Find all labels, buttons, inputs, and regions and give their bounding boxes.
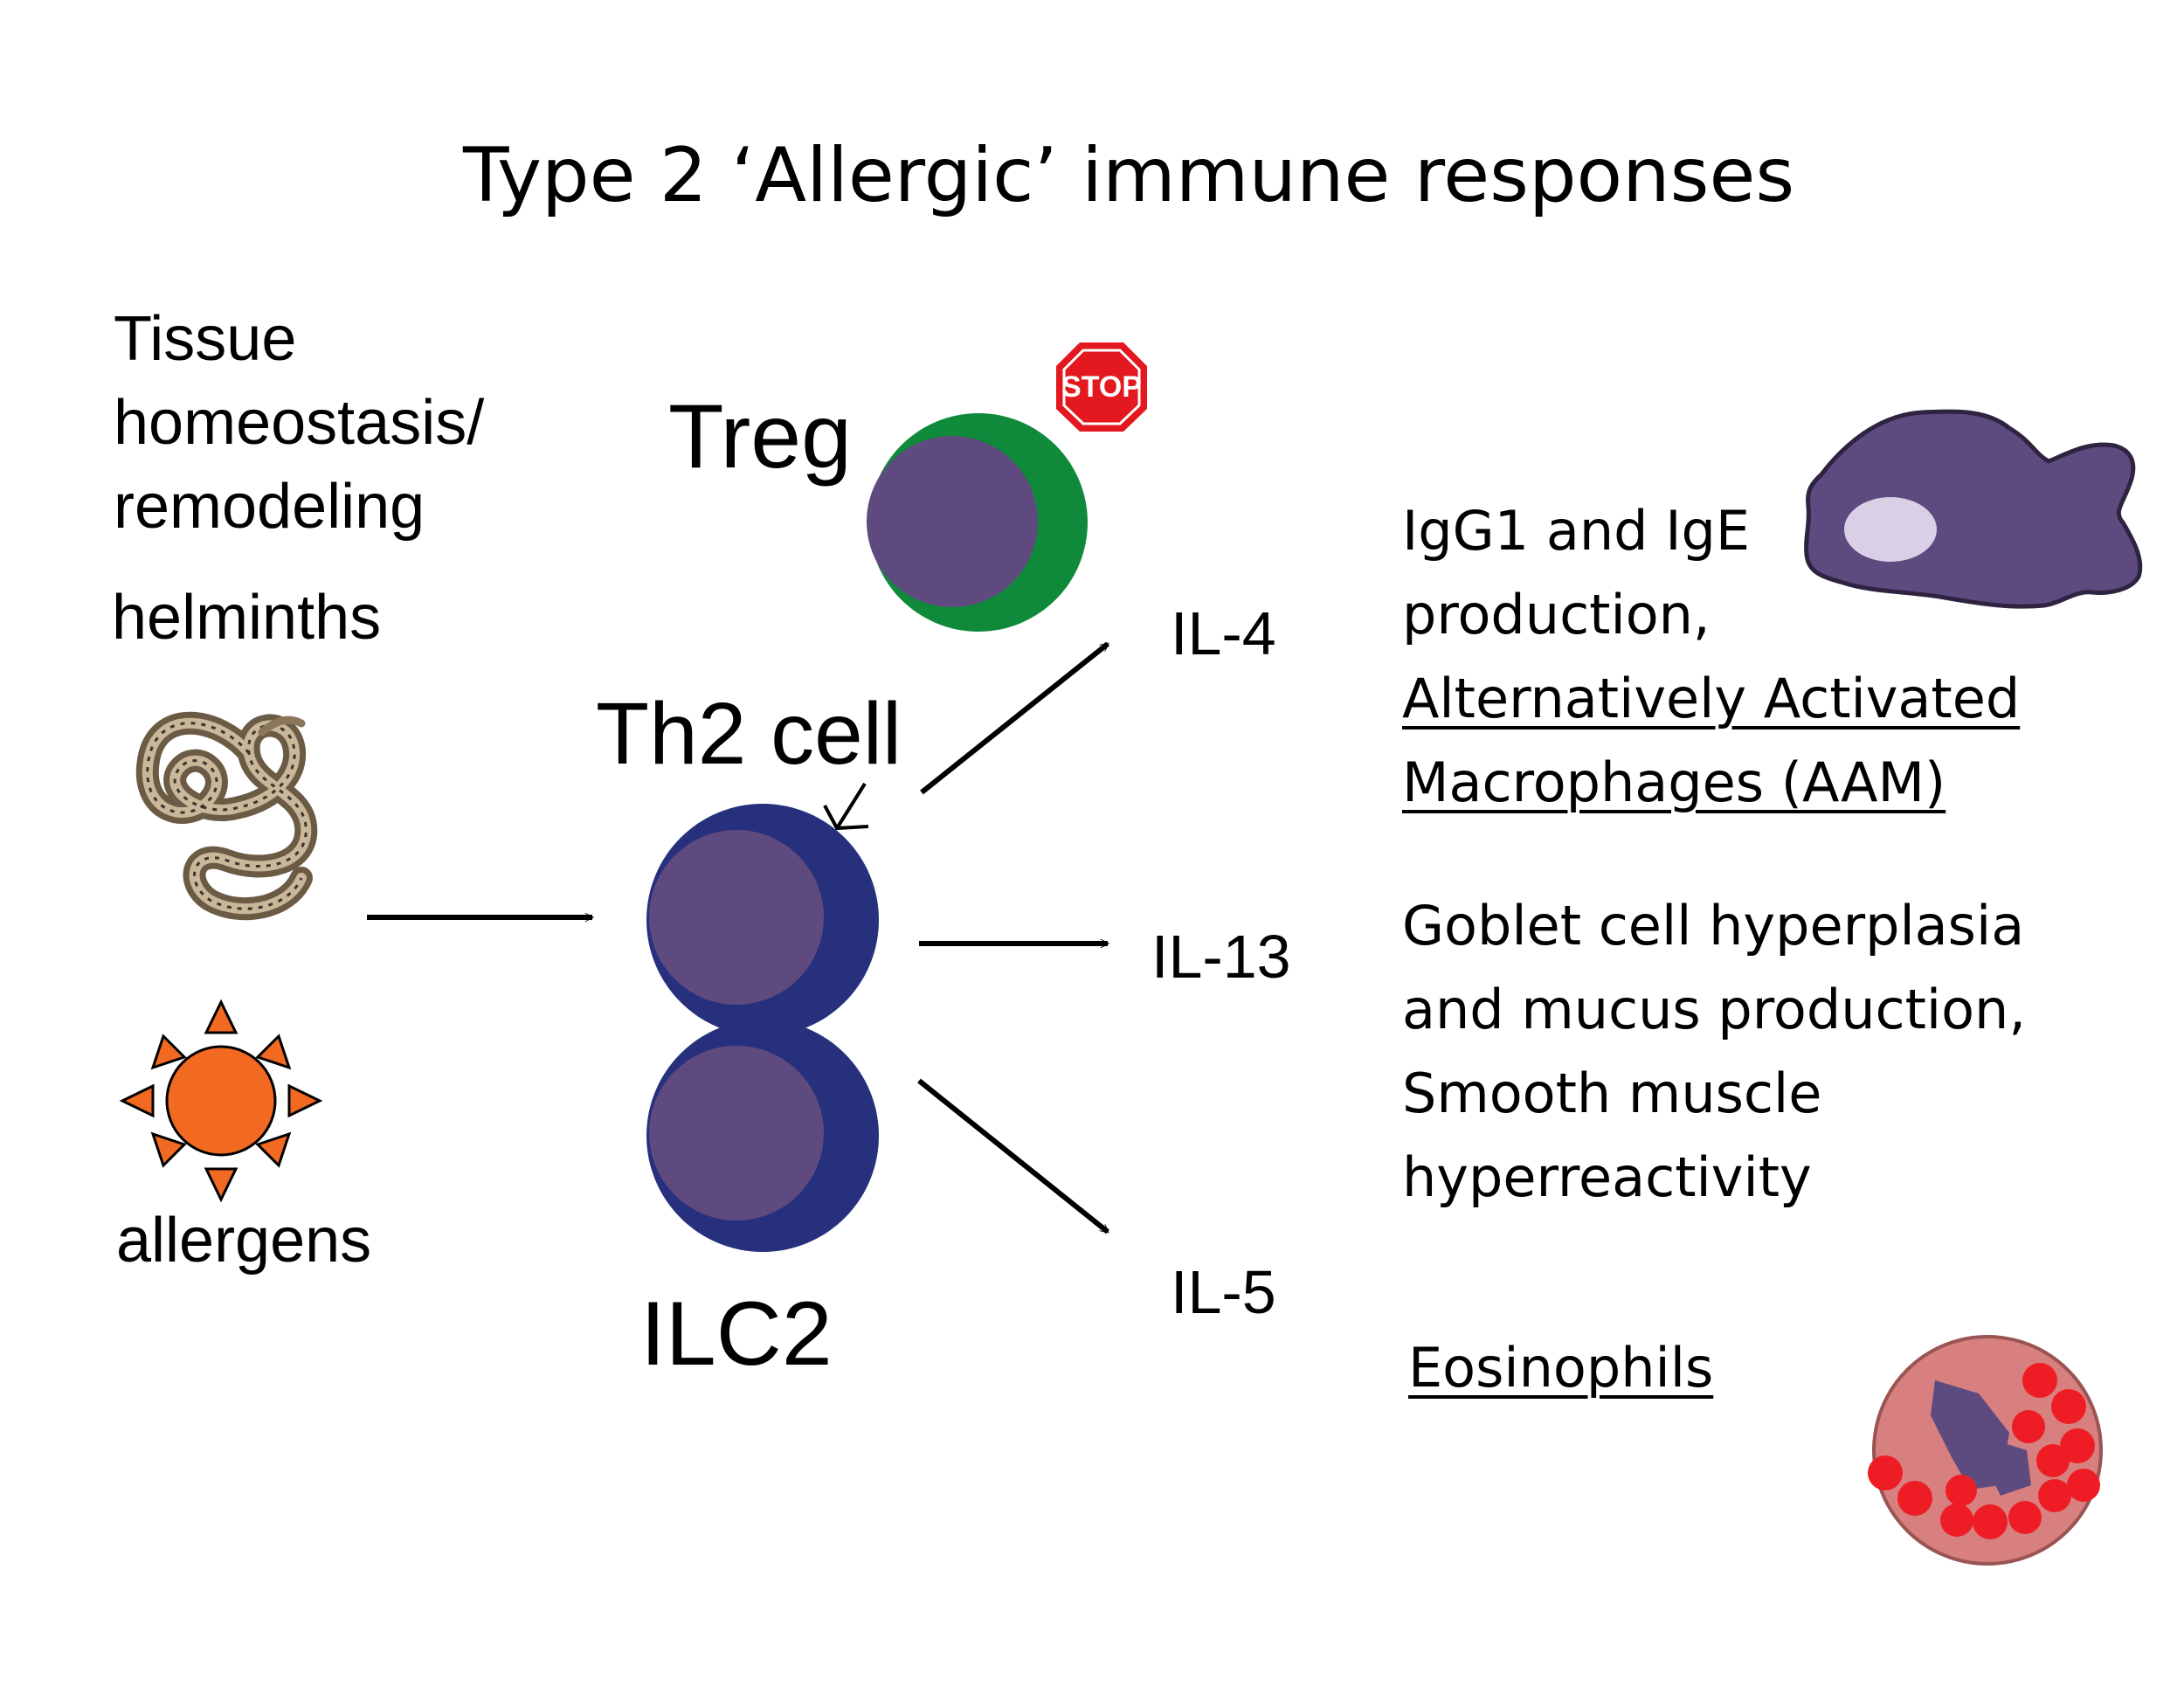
- treg-cell: [867, 413, 1088, 632]
- il5-effects: Eosinophils: [1408, 1326, 1713, 1410]
- il4-label: IL-4: [1171, 599, 1276, 667]
- il4-effect-line-1: IgG1 and IgE: [1402, 499, 1751, 563]
- eosinophil-icon: [1868, 1335, 2103, 1566]
- stop-sign-label: STOP: [1061, 370, 1142, 404]
- treg-label: Treg: [668, 386, 852, 487]
- th2-label-pointer: [823, 782, 869, 831]
- il4-effect-aam-line-1: Alternatively Activated: [1402, 667, 2021, 730]
- stop-sign-icon: [1056, 342, 1147, 432]
- trigger-tissue-label: Tissue homeostasis/ remodeling: [114, 297, 484, 549]
- il13-effect-line-1: Goblet cell hyperplasia: [1402, 894, 2025, 958]
- allergen-sun-icon: [119, 999, 323, 1203]
- il4-arrow: [920, 641, 1108, 795]
- trigger-allergens-label: allergens: [116, 1206, 372, 1276]
- il13-effect-line-2: and mucus production,: [1402, 978, 2027, 1041]
- diagram-title: Type 2 ‘Allergic’ immune responses: [463, 132, 1795, 219]
- eosinophils-label: Eosinophils: [1408, 1336, 1714, 1400]
- tissue-line-2: homeostasis/: [114, 388, 485, 458]
- il13-effects: Goblet cell hyperplasia and mucus produc…: [1402, 884, 2026, 1220]
- tissue-line-1: Tissue: [114, 304, 297, 374]
- helminth-worm-icon: [135, 711, 318, 921]
- il5-arrow: [917, 1078, 1108, 1234]
- tissue-line-3: remodeling: [114, 472, 425, 542]
- il5-label: IL-5: [1171, 1258, 1276, 1326]
- il4-effect-aam-line-2: Macrophages (AAM): [1402, 750, 1946, 814]
- il13-label: IL-13: [1151, 923, 1291, 991]
- ilc2-label: ILC2: [640, 1283, 833, 1385]
- il4-effect-line-2: production,: [1402, 583, 1711, 646]
- th2-cell: [646, 804, 879, 1036]
- il13-effect-line-3: Smooth muscle: [1402, 1061, 1822, 1125]
- trigger-helminths-label: helminths: [112, 583, 382, 653]
- th2-cell-label: Th2 cell: [596, 685, 902, 783]
- il4-effects: IgG1 and IgE production, Alternatively A…: [1402, 489, 2020, 825]
- macrophage-icon: [1804, 409, 2143, 609]
- ilc2-cell: [646, 1020, 879, 1252]
- il13-effect-line-4: hyperreactivity: [1402, 1145, 1812, 1209]
